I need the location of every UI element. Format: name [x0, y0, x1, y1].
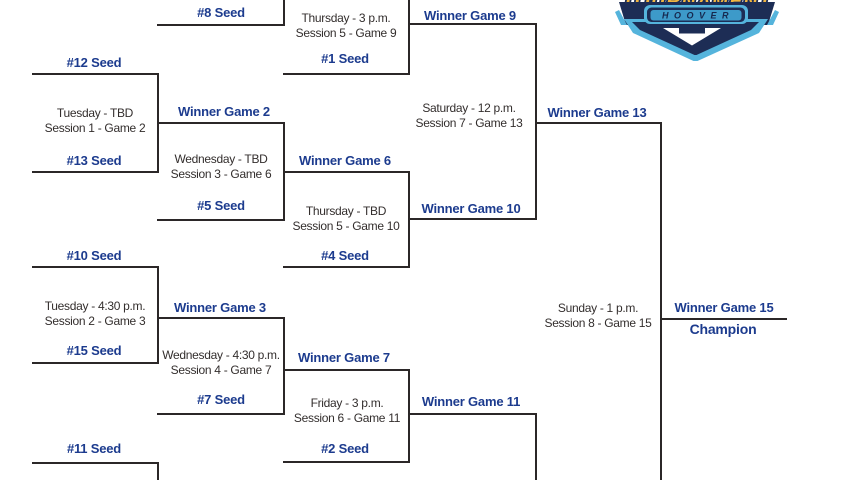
winner-game-9-label: Winner Game 9: [424, 8, 516, 23]
game-15-session: Session 8 - Game 15: [544, 316, 652, 330]
game-6-session: Session 3 - Game 6: [170, 167, 272, 181]
seed-12-label: #12 Seed: [66, 55, 122, 70]
game-9-schedule: Thursday - 3 p.m. Session 5 - Game 9: [296, 11, 397, 41]
game-4-connector: [157, 462, 159, 480]
logo-shield-trim-right: [767, 10, 779, 25]
game-15-date: Sunday - 1 p.m.: [557, 301, 639, 315]
seed-10-label: #10 Seed: [66, 248, 122, 263]
seed-7-line: [157, 413, 284, 415]
seed-15-line: [32, 362, 158, 364]
game-11-date: Friday - 3 p.m.: [310, 396, 384, 410]
logo-location-text: HOOVER: [662, 11, 734, 21]
game-2-date: Tuesday - TBD: [56, 106, 134, 120]
game-6-schedule: Wednesday - TBD Session 3 - Game 6: [171, 152, 272, 182]
seed-4-label: #4 Seed: [321, 248, 369, 263]
seed-5-line: [157, 219, 284, 221]
winner-game-15-label: Winner Game 15: [674, 300, 774, 315]
seed-5-label: #5 Seed: [197, 198, 245, 213]
tournament-logo: TOURNAMENT HOOVER: [615, 0, 779, 61]
game-10-session: Session 5 - Game 10: [292, 219, 400, 233]
winner-game-13-line: [535, 122, 661, 124]
seed-8-label: #8 Seed: [197, 5, 245, 20]
game-2-schedule: Tuesday - TBD Session 1 - Game 2: [45, 106, 146, 136]
winner-game-10-label: Winner Game 10: [421, 201, 521, 216]
game-14-connector: [535, 413, 537, 480]
seed-1-label: #1 Seed: [321, 51, 369, 66]
seed-4-line: [283, 266, 409, 268]
game-7-date: Wednesday - 4:30 p.m.: [162, 348, 280, 362]
winner-game-13-label: Winner Game 13: [547, 105, 647, 120]
seed-10-line: [32, 266, 158, 268]
seed-11-line: [32, 462, 158, 464]
winner-game-7-line: [283, 369, 409, 371]
game-10-schedule: Thursday - TBD Session 5 - Game 10: [292, 204, 399, 234]
game-9-date: Thursday - 3 p.m.: [301, 11, 391, 25]
game-7-connector: [283, 317, 285, 415]
game-3-session: Session 2 - Game 3: [44, 314, 146, 328]
winner-game-2-line: [157, 122, 284, 124]
game-2-session: Session 1 - Game 2: [44, 121, 146, 135]
game-1-connector: [283, 0, 285, 26]
winner-game-11-label: Winner Game 11: [421, 394, 521, 409]
winner-game-2-label: Winner Game 2: [178, 104, 270, 119]
game-13-date: Saturday - 12 p.m.: [422, 101, 516, 115]
game-2-connector: [157, 73, 159, 173]
game-13-session: Session 7 - Game 13: [415, 116, 523, 130]
winner-game-6-label: Winner Game 6: [299, 153, 391, 168]
seed-12-line: [32, 73, 158, 75]
seed-13-label: #13 Seed: [66, 153, 122, 168]
game-7-session: Session 4 - Game 7: [170, 363, 272, 377]
seed-1-line: [283, 73, 409, 75]
winner-game-3-line: [157, 317, 284, 319]
winner-game-10-line: [408, 218, 536, 220]
game-6-date: Wednesday - TBD: [174, 152, 268, 166]
game-11-session: Session 6 - Game 11: [293, 411, 401, 425]
seed-11-label: #11 Seed: [66, 441, 122, 456]
seed-8-line: [157, 24, 284, 26]
game-9-session: Session 5 - Game 9: [295, 26, 397, 40]
game-3-schedule: Tuesday - 4:30 p.m. Session 2 - Game 3: [45, 299, 146, 329]
winner-game-3-label: Winner Game 3: [174, 300, 266, 315]
game-13-connector: [535, 23, 537, 220]
logo-banner-fill: [650, 10, 742, 21]
game-11-connector: [408, 369, 410, 463]
winner-game-6-line: [283, 171, 409, 173]
winner-game-9-line: [408, 23, 536, 25]
game-9-connector: [408, 0, 410, 75]
seed-15-label: #15 Seed: [66, 343, 122, 358]
seed-2-label: #2 Seed: [321, 441, 369, 456]
seed-2-line: [283, 461, 409, 463]
winner-game-15-line: [660, 318, 787, 320]
game-3-date: Tuesday - 4:30 p.m.: [44, 299, 146, 313]
game-15-schedule: Sunday - 1 p.m. Session 8 - Game 15: [544, 301, 651, 331]
game-10-date: Thursday - TBD: [305, 204, 387, 218]
game-6-connector: [283, 122, 285, 221]
game-3-connector: [157, 266, 159, 364]
game-15-connector: [660, 122, 662, 480]
logo-chevron-icon: [663, 28, 721, 46]
game-11-schedule: Friday - 3 p.m. Session 6 - Game 11: [294, 396, 400, 426]
game-10-connector: [408, 171, 410, 268]
game-7-schedule: Wednesday - 4:30 p.m. Session 4 - Game 7: [162, 348, 280, 378]
game-13-schedule: Saturday - 12 p.m. Session 7 - Game 13: [415, 101, 522, 131]
winner-game-11-line: [408, 413, 536, 415]
seed-13-line: [32, 171, 158, 173]
champion-label: Champion: [689, 321, 757, 337]
seed-7-label: #7 Seed: [197, 392, 245, 407]
winner-game-7-label: Winner Game 7: [298, 350, 390, 365]
logo-shield-trim-left: [615, 10, 627, 25]
